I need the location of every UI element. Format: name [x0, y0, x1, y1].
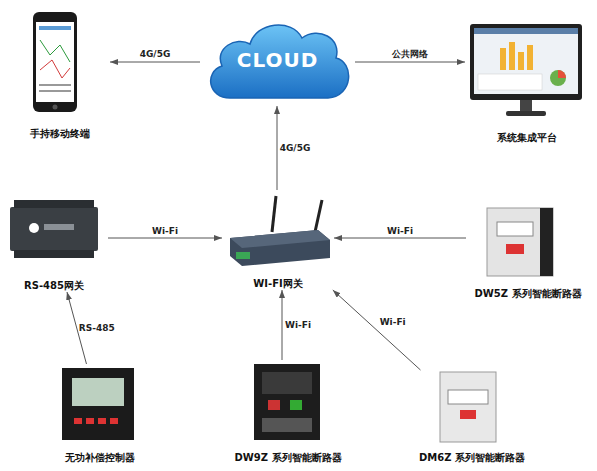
- device-node: WI-FI网关: [222, 190, 334, 290]
- controller-key: [86, 418, 94, 424]
- breaker-button: [290, 400, 302, 410]
- phone-chart-line: [40, 40, 70, 62]
- device-node: DW5Z 系列智能断路器: [466, 204, 590, 300]
- connector-arrow: [110, 62, 200, 63]
- breaker-handle: [448, 390, 488, 404]
- monitor-toolbar: [474, 28, 578, 34]
- monitor-neck: [520, 100, 532, 112]
- phone-screen: [36, 22, 74, 102]
- phone-row: [39, 84, 71, 86]
- connector-arrow: [277, 106, 278, 190]
- connector-label: Wi-Fi: [285, 320, 311, 330]
- monitor-bar: [509, 42, 515, 70]
- device-node: 系统集成平台: [465, 20, 589, 144]
- device-label: 系统集成平台: [497, 132, 557, 144]
- device-node: 无功补偿控制器: [45, 364, 155, 464]
- gateway-terminals: [14, 250, 94, 258]
- breaker-button: [460, 410, 476, 419]
- controller-frame: [62, 368, 134, 440]
- monitor-frame: [470, 24, 582, 100]
- monitor-table: [478, 74, 542, 90]
- router-top: [230, 230, 330, 248]
- connector-arrow: [108, 238, 222, 239]
- connector-label: Wi-Fi: [387, 226, 413, 236]
- connector-label: RS-485: [79, 323, 115, 333]
- device-label: 无功补偿控制器: [65, 452, 135, 464]
- router-body: [230, 230, 330, 266]
- controller-key: [110, 418, 118, 424]
- router-antenna: [315, 200, 322, 232]
- connector-label: Wi-Fi: [152, 226, 178, 236]
- gateway-terminals: [14, 200, 94, 208]
- monitor-bar: [527, 45, 533, 70]
- breaker-panel: [262, 372, 312, 394]
- breaker-body: [440, 372, 496, 442]
- gateway-label: [44, 224, 74, 230]
- monitor-base: [506, 111, 546, 116]
- connector-label: 4G/5G: [140, 49, 171, 59]
- device-label: DW9Z 系列智能断路器: [234, 452, 341, 464]
- gateway-logo: [29, 223, 39, 233]
- monitor-pie: [550, 70, 566, 86]
- phone-button: [53, 105, 58, 110]
- cloud-node: CLOUD: [200, 14, 355, 106]
- device-node: RS-485网关: [0, 196, 108, 292]
- device-label: DM6Z 系列智能断路器: [419, 452, 525, 464]
- connector-label: 4G/5G: [280, 143, 311, 153]
- breaker-button: [506, 244, 524, 254]
- device-label: 手持移动终端: [30, 128, 90, 140]
- connector-arrow: [334, 238, 466, 239]
- breaker-body: [487, 208, 553, 276]
- monitor-pie-slice: [558, 70, 566, 78]
- connector-arrow: [282, 290, 283, 360]
- device-node: DW9Z 系列智能断路器: [226, 360, 350, 464]
- connector-label: Wi-Fi: [380, 317, 406, 327]
- controller-display: [72, 378, 124, 406]
- device-label: RS-485网关: [24, 280, 84, 292]
- breaker-base: [262, 418, 312, 432]
- cloud-label: CLOUD: [237, 49, 319, 71]
- connector-arrow: [355, 62, 465, 63]
- router-terminal: [236, 252, 250, 259]
- controller-key: [98, 418, 106, 424]
- monitor-screen: [474, 28, 578, 94]
- controller-key: [74, 418, 82, 424]
- breaker-button: [268, 400, 280, 410]
- cloud-outline: [211, 25, 349, 98]
- phone-body: [33, 12, 77, 112]
- device-node: DM6Z 系列智能断路器: [410, 370, 534, 464]
- phone-row: [39, 90, 71, 92]
- device-label: WI-FI网关: [253, 278, 302, 290]
- connector-label: 公共网络: [392, 48, 428, 61]
- router-antenna: [272, 196, 276, 232]
- phone-chart-line: [40, 60, 70, 78]
- connector-arrow: [333, 290, 421, 370]
- phone-header: [39, 26, 71, 30]
- device-label: DW5Z 系列智能断路器: [474, 288, 581, 300]
- breaker-handle: [497, 222, 533, 236]
- breaker-body: [254, 364, 320, 440]
- gateway-body: [10, 207, 98, 251]
- breaker-side: [540, 208, 553, 276]
- monitor-bar: [500, 48, 506, 70]
- device-node: 手持移动终端: [10, 8, 110, 140]
- monitor-bar: [518, 52, 524, 70]
